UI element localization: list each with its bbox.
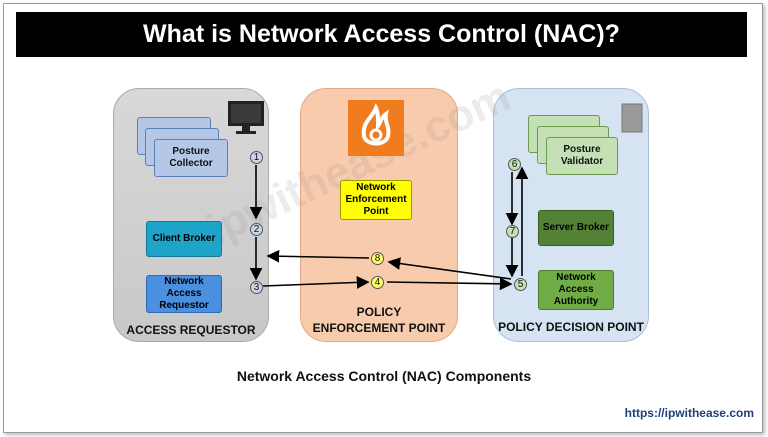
network-access-authority-label: Network Access Authority [553,272,599,307]
posture-collector-box: Posture Collector [154,139,228,177]
step-1: 1 [250,151,263,164]
network-access-requestor-label: Network Access Requestor [159,276,209,311]
diagram-caption: Network Access Control (NAC) Components [236,368,532,384]
step-2: 2 [250,223,263,236]
step-6: 6 [508,158,521,171]
posture-validator-label: Posture Validator [560,144,604,167]
posture-validator-box: Posture Validator [546,137,618,175]
server-broker-box: Server Broker [538,210,614,246]
policy-enforcement-label-1: POLICY [356,305,402,319]
firewall-icon [348,100,404,156]
site-url[interactable]: https://ipwithease.com [624,406,754,420]
step-5: 5 [514,278,527,291]
page-title: What is Network Access Control (NAC)? [16,12,747,57]
monitor-icon [228,101,264,134]
step-8: 8 [371,252,384,265]
client-broker-box: Client Broker [146,221,222,257]
step-7: 7 [506,225,519,238]
network-access-authority-box: Network Access Authority [538,270,614,310]
access-requestor-label: ACCESS REQUESTOR [126,323,256,337]
network-enforcement-point-label: Network Enforcement Point [345,182,407,217]
network-enforcement-point-box: Network Enforcement Point [340,180,412,220]
arrow-8-to-requestor [266,249,370,263]
arrow-4-to-5 [386,277,513,291]
client-broker-label: Client Broker [152,233,216,244]
step-4: 4 [371,276,384,289]
server-broker-label: Server Broker [542,222,610,233]
arrow-5-to-8 [387,257,512,280]
step-3: 3 [250,281,263,294]
policy-enforcement-label-2: ENFORCEMENT POINT [312,321,446,335]
network-access-requestor-box: Network Access Requestor [146,275,222,313]
policy-decision-label: POLICY DECISION POINT [498,320,644,334]
arrow-3-to-4 [262,276,370,289]
posture-collector-label: Posture Collector [169,146,213,169]
server-icon [621,103,643,133]
